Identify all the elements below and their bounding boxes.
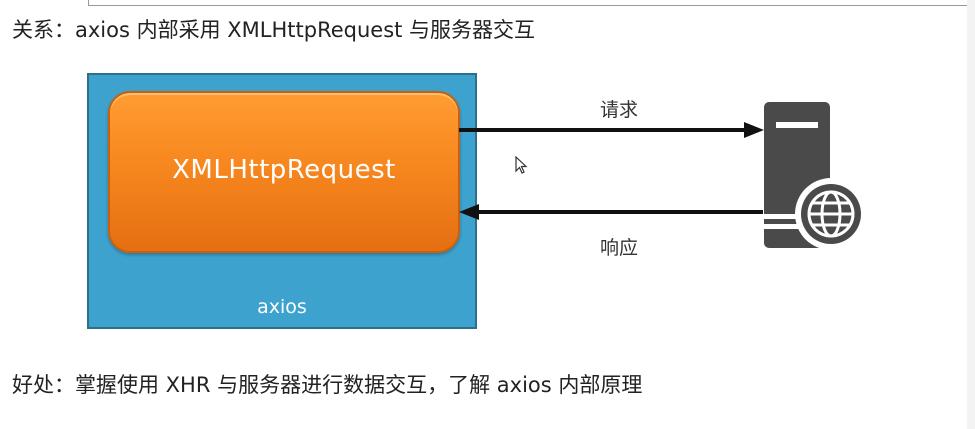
relation-text: 关系：axios 内部采用 XMLHttpRequest 与服务器交互	[12, 18, 536, 42]
benefit-text: 好处：掌握使用 XHR 与服务器进行数据交互，了解 axios 内部原理	[12, 373, 643, 397]
axios-box: XMLHttpRequest axios	[87, 73, 477, 329]
globe-icon	[795, 178, 867, 250]
response-label: 响应	[600, 237, 639, 259]
top-frame-border	[88, 0, 975, 6]
mouse-cursor-icon	[515, 156, 528, 174]
xmlhttprequest-box: XMLHttpRequest	[108, 91, 460, 253]
server-icon	[764, 102, 867, 250]
xmlhttprequest-label: XMLHttpRequest	[172, 155, 396, 185]
axios-label: axios	[257, 296, 307, 318]
scrollbar[interactable]	[967, 0, 975, 429]
response-arrow	[459, 204, 763, 220]
request-arrow	[459, 122, 764, 138]
request-label: 请求	[600, 99, 639, 121]
